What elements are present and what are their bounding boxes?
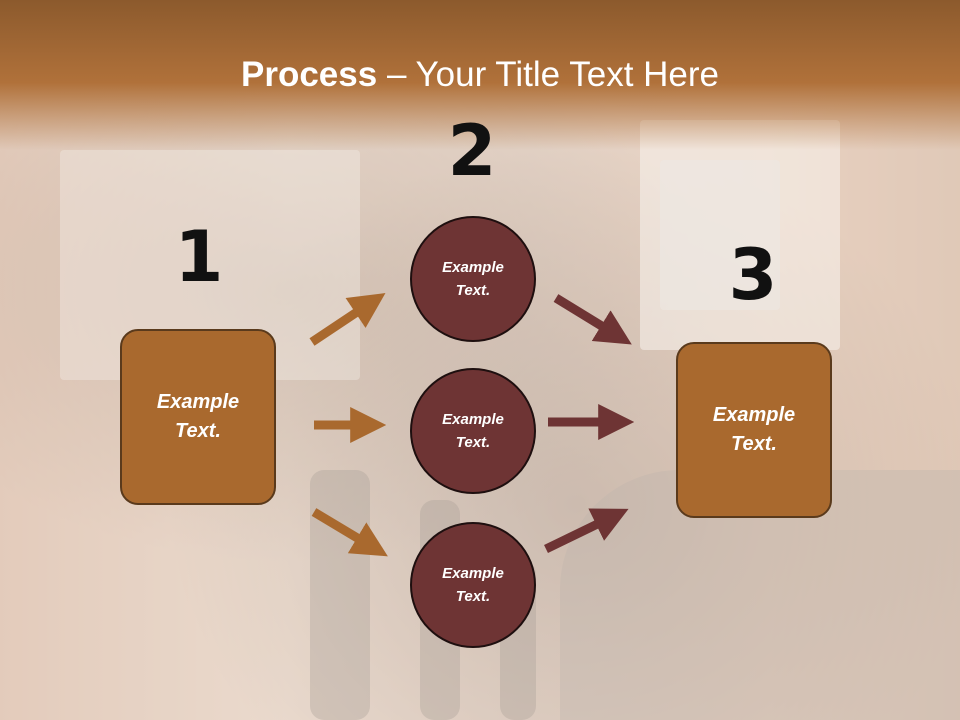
step-1-text: Example Text. xyxy=(156,391,240,442)
circle-middle-text: Example Text. xyxy=(442,411,504,451)
step-number-2: 2 xyxy=(447,110,497,192)
title-rest: – Your Title Text Here xyxy=(377,55,719,94)
arrow-circle-top-to-box3 xyxy=(553,294,632,345)
step-3-text: Example Text. xyxy=(712,404,796,455)
step-2-circle-middle: Example Text. xyxy=(410,368,536,494)
circle-top-text: Example Text. xyxy=(442,259,504,299)
slide-title: Process – Your Title Text Here xyxy=(0,52,960,98)
step-3-box: Example Text. xyxy=(676,342,832,518)
title-banner xyxy=(0,0,960,150)
arrow-circle-bottom-to-box3 xyxy=(544,508,629,554)
step-number-1: 1 xyxy=(174,216,224,298)
step-1-box: Example Text. xyxy=(120,329,276,505)
step-2-circle-bottom: Example Text. xyxy=(410,522,536,648)
title-bold: Process xyxy=(241,55,378,94)
arrow-box1-to-circle-top xyxy=(309,293,386,346)
circle-bottom-text: Example Text. xyxy=(442,565,504,605)
step-2-circle-top: Example Text. xyxy=(410,216,536,342)
arrow-box1-to-circle-bottom xyxy=(311,508,388,557)
step-number-3: 3 xyxy=(728,234,778,316)
